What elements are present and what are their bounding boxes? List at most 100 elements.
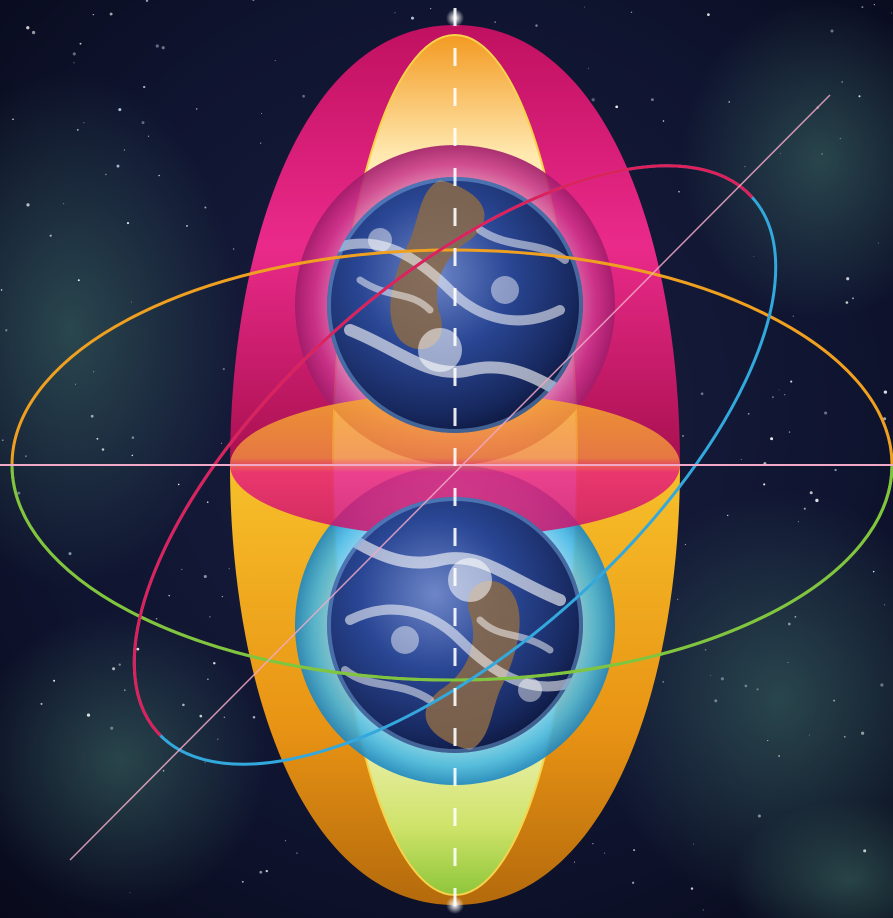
star	[824, 411, 827, 414]
star	[721, 677, 724, 680]
star	[124, 689, 126, 691]
star	[143, 86, 145, 88]
star	[748, 413, 750, 415]
star	[83, 122, 84, 123]
star	[604, 853, 605, 854]
star	[772, 396, 774, 398]
star	[117, 165, 120, 168]
star	[2, 439, 4, 441]
star	[110, 727, 113, 730]
star	[677, 599, 678, 600]
star	[795, 616, 797, 618]
star	[73, 52, 76, 55]
star	[78, 279, 80, 281]
star	[91, 415, 94, 418]
star	[69, 552, 72, 555]
star	[663, 681, 664, 682]
star	[745, 685, 748, 688]
star	[50, 235, 52, 237]
star	[809, 735, 810, 736]
star	[651, 98, 654, 101]
star	[789, 431, 790, 432]
star	[80, 43, 82, 45]
star	[535, 24, 537, 26]
star	[592, 98, 595, 101]
star	[77, 129, 79, 131]
star	[296, 852, 298, 854]
star	[861, 732, 864, 735]
star	[788, 623, 791, 626]
star	[96, 438, 98, 440]
star	[770, 437, 773, 440]
star	[118, 108, 121, 111]
star	[168, 595, 169, 596]
star	[127, 222, 129, 224]
star	[112, 667, 115, 670]
star	[758, 815, 761, 818]
star	[744, 166, 745, 167]
star	[204, 207, 206, 209]
star	[858, 95, 860, 97]
star	[632, 882, 634, 884]
star	[682, 435, 684, 437]
star	[253, 716, 256, 719]
star	[275, 60, 276, 61]
star	[411, 17, 414, 20]
star	[741, 459, 742, 460]
star	[261, 113, 262, 114]
star	[205, 762, 206, 763]
star	[703, 909, 704, 910]
star	[633, 849, 635, 851]
star	[222, 596, 223, 597]
star	[186, 225, 188, 227]
star	[574, 862, 575, 863]
star	[110, 13, 113, 16]
star	[880, 683, 883, 686]
star	[156, 618, 158, 620]
star	[834, 469, 836, 471]
star	[846, 301, 849, 304]
star	[784, 394, 785, 395]
star	[790, 381, 792, 383]
star	[259, 871, 262, 874]
star	[588, 68, 589, 69]
star	[137, 648, 140, 651]
star	[266, 870, 268, 872]
star	[207, 501, 209, 503]
star	[884, 604, 885, 605]
star	[793, 315, 794, 316]
star	[833, 700, 835, 702]
star	[788, 662, 789, 663]
star	[685, 544, 686, 545]
star	[5, 329, 7, 331]
star	[804, 508, 806, 510]
star	[430, 8, 431, 9]
star	[705, 649, 707, 651]
star	[798, 521, 799, 522]
star	[285, 840, 286, 841]
star	[181, 569, 182, 570]
star	[693, 844, 694, 845]
star	[861, 6, 863, 8]
star	[124, 149, 125, 150]
south-pole-glow	[446, 896, 464, 914]
star	[841, 81, 843, 83]
star	[863, 849, 866, 852]
star	[584, 7, 585, 8]
star	[25, 455, 27, 457]
star	[767, 740, 768, 741]
star	[163, 770, 165, 772]
star	[17, 492, 20, 495]
star	[884, 390, 887, 393]
star	[701, 392, 704, 395]
star	[714, 699, 717, 702]
star	[73, 62, 74, 63]
star	[260, 143, 261, 144]
star	[727, 515, 729, 517]
star	[1, 289, 3, 291]
star	[631, 12, 632, 13]
star	[891, 13, 892, 14]
star	[132, 455, 134, 457]
star	[132, 436, 135, 439]
